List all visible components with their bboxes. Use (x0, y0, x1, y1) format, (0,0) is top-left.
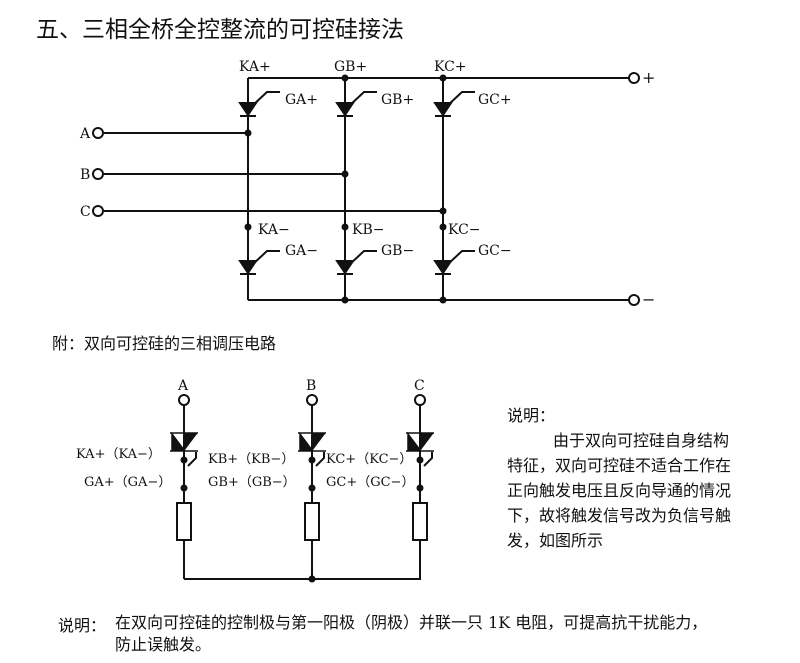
common-return-wire (184, 562, 421, 580)
label-negative: − (642, 290, 655, 309)
triac-gate-c (423, 452, 433, 467)
thyristor-lower-c (433, 260, 453, 275)
terminal-phase-b (306, 394, 318, 406)
junction-dot (180, 456, 188, 464)
thyristor-lower-a (238, 260, 258, 275)
junction-dot (180, 484, 188, 492)
terminal-positive (628, 72, 640, 84)
junction-dot (244, 223, 252, 231)
junction-dot (341, 223, 349, 231)
note-title: 说明： (507, 406, 556, 425)
gate-lead-lower-c (446, 250, 475, 266)
label-input-c: C (80, 204, 91, 220)
label-ka-minus: KA− (258, 222, 290, 238)
label-ga-plus: GA+ (285, 92, 318, 108)
label-kb-minus: KB− (352, 222, 384, 238)
thyristor-upper-c (433, 102, 453, 117)
terminal-a (92, 127, 104, 139)
note-line: 下，故将触发信号改为负信号触 (507, 506, 732, 525)
junction-dot (308, 484, 316, 492)
section-subtitle: 附：双向可控硅的三相调压电路 (52, 334, 277, 353)
resistor-a (176, 502, 192, 541)
gate-lead-upper-c (446, 91, 475, 107)
label-input-b: B (80, 167, 90, 183)
label-kc-minus: KC− (448, 222, 481, 238)
gate-lead-upper-a (251, 91, 280, 107)
thyristor-lower-b (335, 260, 355, 275)
label-gc-plus: GC+ (478, 92, 512, 108)
junction-dot (308, 575, 316, 583)
junction-dot (439, 296, 447, 304)
label-phase-b: B (306, 378, 316, 394)
junction-dot (416, 456, 424, 464)
label-positive: + (642, 68, 655, 87)
label-ka-plus: KA+ (239, 59, 271, 75)
terminal-b (92, 168, 104, 180)
terminal-phase-a (178, 394, 190, 406)
resistor-b (304, 502, 320, 541)
bridge-junction-dots (244, 74, 447, 304)
label-g-c: GC+（GC−） (326, 475, 414, 490)
resistor-c (412, 502, 428, 541)
bottom-note-line: 在双向可控硅的控制极与第一阳极（阴极）并联一只 1K 电阻，可提高抗干扰能力， (115, 613, 708, 632)
note-body: 由于双向可控硅自身结构 特征，双向可控硅不适合工作在 正向触发电压且反向导通的情… (507, 428, 779, 553)
ac-regulator-dots (180, 456, 424, 583)
gate-lead-lower-b (348, 250, 377, 266)
bottom-note-line: 防止误触发。 (115, 635, 212, 654)
label-k-a: KA+（KA−） (76, 447, 161, 462)
note-line: 发，如图所示 (507, 531, 604, 550)
terminal-c (92, 205, 104, 217)
thyristor-upper-b (335, 102, 355, 117)
label-gb-minus: GB− (381, 243, 414, 259)
ac-regulator-triacs (170, 431, 434, 453)
triac-a (170, 431, 198, 453)
note-line: 特征，双向可控硅不适合工作在 (507, 456, 732, 475)
bridge-rectifier-diagram (92, 72, 640, 306)
ac-regulator-labels: A B C KA+（KA−） GA+（GA−） KB+（KB−） GB+（GB−… (76, 378, 425, 490)
bottom-note-label: 说明： (58, 616, 107, 635)
junction-dot (439, 207, 447, 215)
page-title: 五、三相全桥全控整流的可控硅接法 (36, 17, 404, 43)
label-gb-plus: GB+ (381, 92, 414, 108)
triac-gate-b (315, 452, 325, 467)
gate-lead-upper-b (348, 91, 377, 107)
label-k-c: KC+（KC−） (326, 452, 412, 467)
junction-dot (341, 170, 349, 178)
note-line: 正向触发电压且反向导通的情况 (507, 481, 732, 500)
junction-dot (416, 484, 424, 492)
gate-lead-lower-a (251, 250, 280, 266)
label-gc-minus: GC− (478, 243, 512, 259)
label-phase-c: C (414, 378, 425, 394)
junction-dot (341, 296, 349, 304)
label-phase-a: A (177, 378, 189, 394)
junction-dot (341, 74, 349, 82)
label-kc-plus: KC+ (434, 59, 467, 75)
bridge-labels: A B C + − KA+ GB+ KC+ GA+ GB+ GC+ KA− KB… (79, 59, 655, 309)
triac-gate-a (187, 452, 197, 467)
label-ga-minus: GA− (285, 243, 318, 259)
label-g-a: GA+（GA−） (84, 475, 171, 490)
ac-regulator-diagram (176, 394, 433, 580)
label-k-b: KB+（KB−） (208, 452, 294, 467)
junction-dot (439, 74, 447, 82)
junction-dot (244, 129, 252, 137)
note-line: 由于双向可控硅自身结构 (553, 431, 730, 450)
junction-dot (439, 223, 447, 231)
triac-c (406, 431, 434, 453)
label-gb-plus-top: GB+ (334, 59, 367, 75)
triac-b (298, 431, 326, 453)
bottom-note-text: 在双向可控硅的控制极与第一阳极（阴极）并联一只 1K 电阻，可提高抗干扰能力， … (115, 612, 795, 656)
bridge-thyristors (238, 102, 453, 275)
label-input-a: A (79, 126, 91, 142)
junction-dot (308, 456, 316, 464)
terminal-phase-c (414, 394, 426, 406)
label-g-b: GB+（GB−） (208, 475, 296, 490)
terminal-negative (628, 294, 640, 306)
thyristor-upper-a (238, 102, 258, 117)
